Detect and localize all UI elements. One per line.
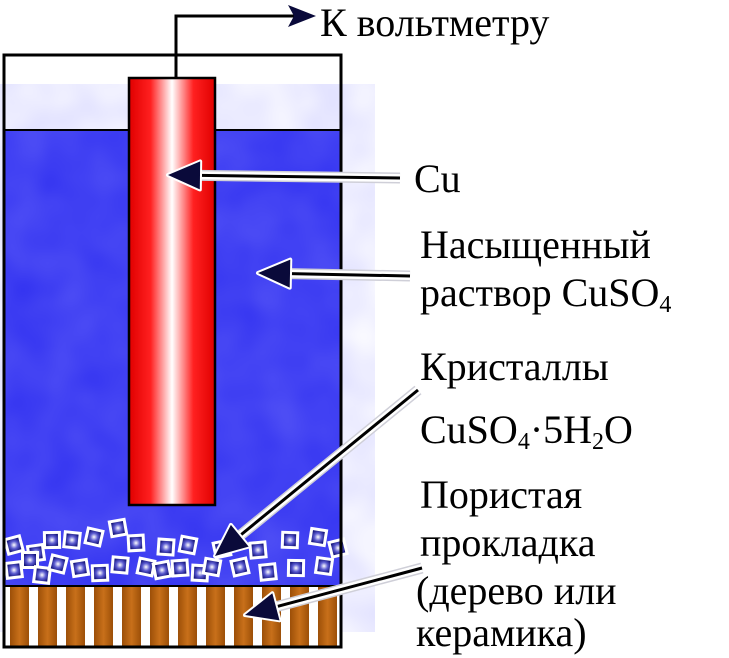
arrow-electrode (166, 159, 401, 192)
pad-label-1: Пористая (420, 472, 582, 517)
pad-stripe (94, 587, 113, 646)
pad-stripe (318, 587, 337, 646)
crystal (177, 534, 199, 556)
crystal (280, 530, 300, 550)
pad-label-4: керамика) (416, 610, 587, 655)
pad-stripe (178, 587, 197, 646)
crystal (3, 559, 25, 581)
crystal (258, 562, 278, 582)
solution-label-1: Насыщенный (420, 222, 651, 267)
crystals-label-2: CuSO4·5H2O (420, 407, 633, 455)
crystal (286, 558, 306, 578)
electrode-label: Cu (414, 156, 461, 201)
crystal (126, 533, 146, 553)
crystal (170, 558, 190, 578)
solution-label-2: раствор CuSO4 (420, 270, 671, 318)
pad-stripes (10, 587, 337, 646)
pad-stripe (38, 587, 57, 646)
pad-stripe (122, 587, 141, 646)
crystal (201, 556, 223, 578)
pointer-arrows (166, 159, 424, 623)
pad-stripe (234, 587, 253, 646)
porous-pad (5, 586, 341, 647)
crystal (156, 537, 176, 557)
arrow-solution (256, 257, 411, 290)
crystal (151, 559, 173, 581)
crystal (31, 564, 53, 586)
pad-label-2: прокладка (420, 520, 596, 565)
pad-label-3: (дерево или (416, 568, 617, 613)
vessel-outline (2, 53, 343, 649)
pad-stripe (10, 587, 29, 646)
copper-rod (127, 76, 217, 507)
pad-stripe (150, 587, 169, 646)
wire-arrowhead (288, 5, 316, 27)
crystal (135, 556, 157, 578)
arrow-pad (243, 562, 424, 623)
voltmeter-label: К вольтметру (320, 0, 549, 45)
arrow-crystals (213, 385, 422, 558)
crystal (110, 555, 130, 575)
crystal (2, 533, 26, 557)
crystal (248, 540, 268, 560)
crystal (307, 526, 329, 548)
crystal (90, 563, 110, 583)
crystal (62, 530, 82, 550)
crystal (313, 555, 335, 577)
wire (174, 14, 300, 78)
crystal (21, 551, 39, 569)
crystal (42, 530, 62, 550)
crystals-label-1: Кристаллы (420, 344, 609, 389)
crystal (69, 557, 91, 579)
pad-stripe (206, 587, 225, 646)
crystals (2, 517, 349, 586)
pad-stripe (66, 587, 85, 646)
crystal (47, 553, 69, 575)
crystal (327, 537, 349, 559)
crystal (107, 517, 129, 539)
crystal (229, 556, 251, 578)
crystal (83, 526, 105, 548)
